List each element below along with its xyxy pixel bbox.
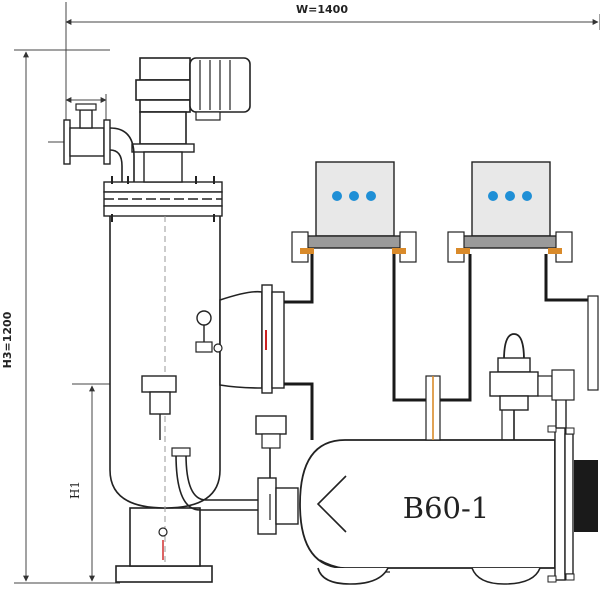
h1-label: H1 — [68, 481, 82, 499]
control-box-right — [471, 161, 551, 237]
inlet-dimension — [48, 94, 107, 143]
width-label: W=1400 — [296, 3, 348, 16]
vertical-filter-tank — [103, 176, 223, 583]
tank-label: B60-1 — [403, 491, 489, 525]
middle-post — [425, 375, 441, 441]
cone-connector — [195, 284, 285, 394]
backwash-valve — [489, 333, 575, 440]
flange-bar-right — [447, 231, 573, 263]
height-dimension: H3=1200 — [1, 49, 120, 584]
drive-motor — [131, 57, 251, 183]
flange-bar-left — [291, 231, 417, 263]
horizontal-main-tank: B60-1 — [299, 425, 598, 585]
control-box-left — [315, 161, 395, 237]
connecting-pipe-lower — [171, 415, 299, 535]
inlet-valve — [63, 103, 135, 182]
pipe-loops — [284, 254, 592, 440]
height-label: H3=1200 — [1, 311, 14, 368]
width-dimension: W=1400 — [65, 2, 600, 132]
right-tube — [587, 295, 599, 391]
level-sensor — [141, 375, 177, 560]
